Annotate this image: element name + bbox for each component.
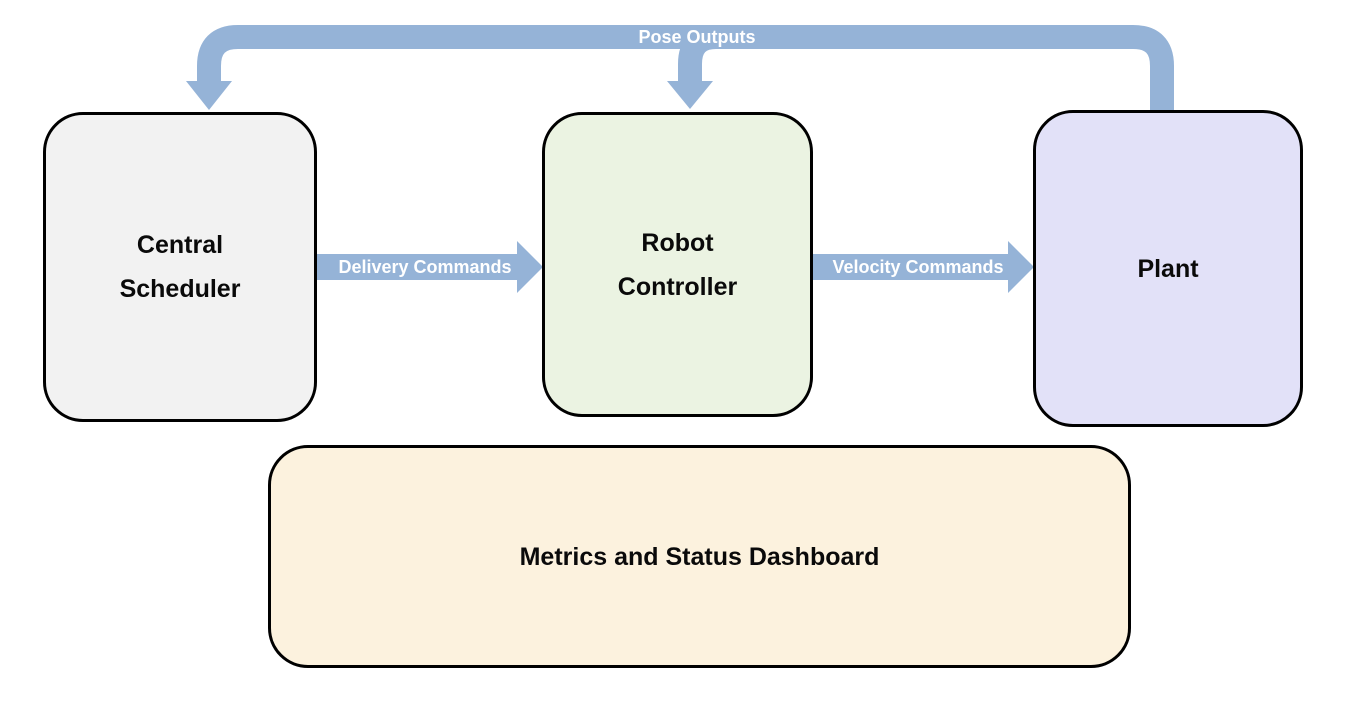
node-robot-controller: Robot Controller	[542, 112, 813, 417]
pose-outputs-branch	[678, 25, 717, 84]
delivery-commands-arrowhead	[517, 241, 543, 293]
delivery-commands-shaft	[317, 254, 517, 280]
central-scheduler-label-line2: Scheduler	[119, 275, 241, 303]
robot-controller-label-line1: Robot	[641, 228, 714, 257]
robot-controller-label-line2: Controller	[617, 272, 738, 301]
node-plant: Plant	[1033, 110, 1303, 427]
pose-outputs-arrowhead-scheduler	[186, 81, 232, 110]
central-scheduler-label-line1: Central	[136, 231, 224, 259]
velocity-commands-label: Velocity Commands	[832, 257, 1003, 277]
robot-controller-label: Robot Controller	[618, 221, 737, 309]
node-metrics-dashboard: Metrics and Status Dashboard	[268, 445, 1131, 668]
central-scheduler-label: Central Scheduler	[120, 223, 241, 311]
velocity-commands-shaft	[813, 254, 1008, 280]
velocity-commands-arrowhead	[1008, 241, 1034, 293]
plant-label: Plant	[1137, 254, 1199, 283]
node-central-scheduler: Central Scheduler	[43, 112, 317, 422]
pose-outputs-arrowhead-controller	[667, 81, 713, 109]
pose-outputs-connector	[197, 25, 1174, 116]
metrics-dashboard-label: Metrics and Status Dashboard	[519, 542, 880, 571]
pose-outputs-label: Pose Outputs	[638, 27, 755, 47]
delivery-commands-label: Delivery Commands	[338, 257, 511, 277]
